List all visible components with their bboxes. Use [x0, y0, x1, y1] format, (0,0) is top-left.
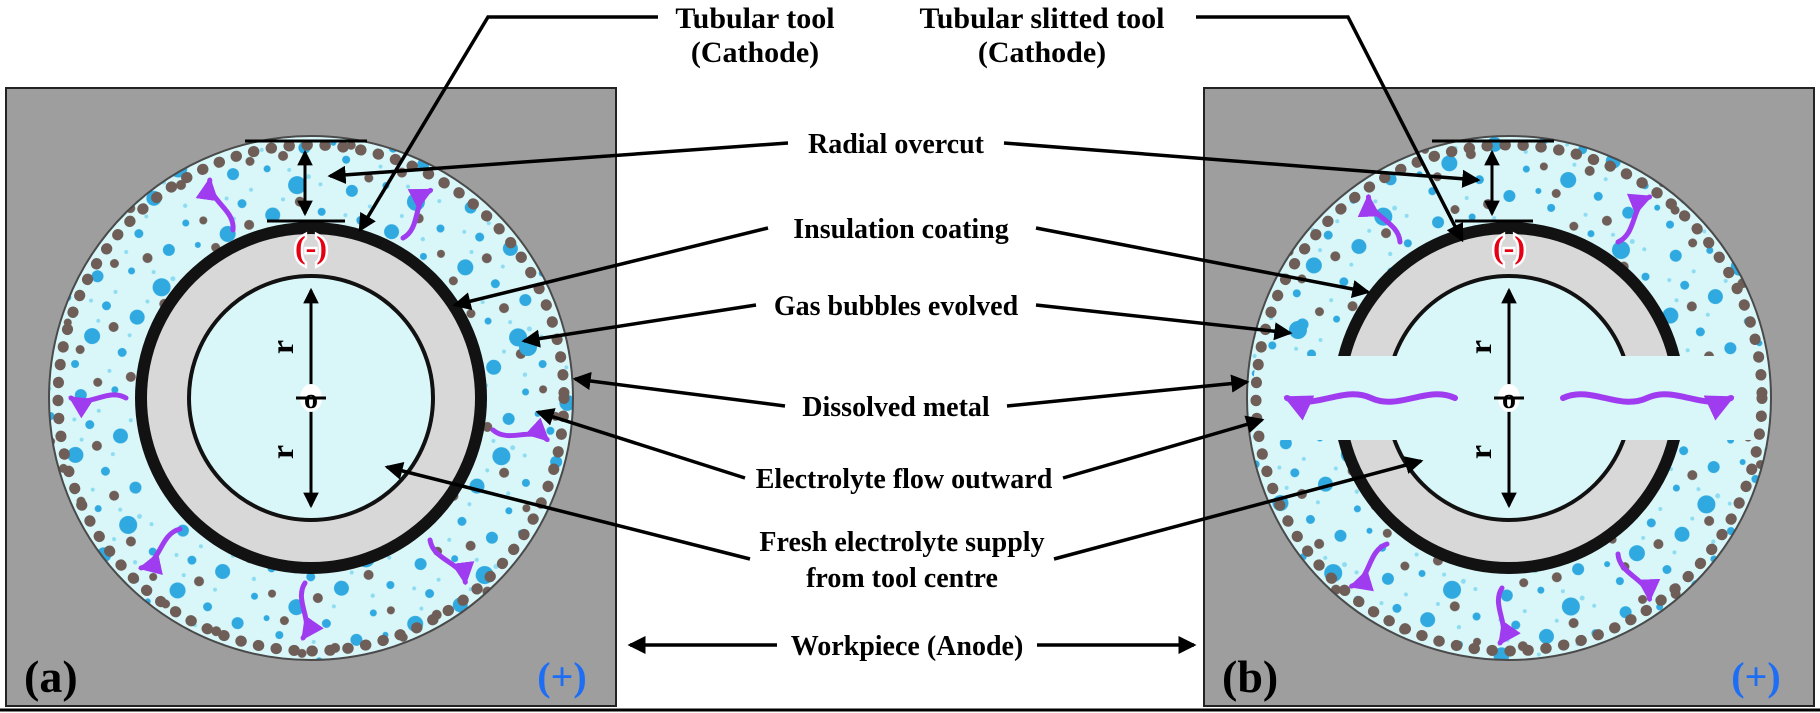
label-radial-overcut: Radial overcut — [808, 129, 985, 160]
callout-line-radial-overcut-left — [327, 141, 789, 184]
dissolved-metal-ring-a — [52, 139, 570, 657]
corner-label-a: (a) — [24, 651, 78, 702]
anode-sign-a: (+) — [537, 654, 586, 699]
radius-label-upper-a: r — [264, 340, 300, 354]
cathode-sign-a: (-) — [295, 229, 327, 265]
callout-line-gas-left — [521, 303, 757, 348]
callout-line-insulation-left — [452, 226, 769, 311]
label-electrolyte-flow: Electrolyte flow outward — [756, 464, 1053, 495]
radial-overcut-dimension-a — [245, 139, 367, 223]
label-tubular-slitted-tool: Tubular slitted tool — [919, 2, 1164, 35]
panel-a: r r o (-) (a) (+) — [5, 87, 617, 707]
slit-flow-arrow-left — [1283, 391, 1458, 421]
origin-label-a: o — [304, 384, 318, 415]
origin-label-b: o — [1502, 384, 1516, 415]
electrolyte-flow-arrows-b — [1283, 195, 1735, 643]
slit-flow-arrow-right — [1560, 391, 1735, 421]
label-insulation-coating: Insulation coating — [793, 214, 1009, 245]
gas-bubble-callout-target-b — [1289, 321, 1307, 339]
callout-line-dissolved-left — [572, 371, 786, 408]
corner-label-b: (b) — [1222, 651, 1278, 702]
hole-edge-a — [48, 135, 574, 661]
label-dissolved-metal: Dissolved metal — [802, 392, 990, 423]
callout-line-radial-overcut-right — [1003, 141, 1481, 188]
callout-line-gas-right — [1035, 303, 1293, 341]
callout-line-flow-right — [1062, 415, 1265, 480]
callout-line-tubular-slitted-tool — [1196, 15, 1464, 243]
label-tubular-tool: Tubular tool — [675, 2, 834, 35]
radius-dimension-a: r r o — [264, 287, 326, 509]
cathode-sign-b: (-) — [1493, 229, 1525, 265]
radius-label-lower-a: r — [264, 445, 300, 459]
label-workpiece: Workpiece (Anode) — [791, 631, 1024, 662]
callout-lines — [327, 15, 1481, 655]
radial-overcut-dimension-b — [1432, 139, 1554, 223]
radius-dimension-b: r r o — [1462, 287, 1524, 509]
dissolved-metal-ring-b — [1250, 139, 1768, 657]
panel-b: r r o (-) (b) (+) — [1203, 87, 1815, 707]
radius-label-lower-b: r — [1462, 445, 1498, 459]
anode-sign-b: (+) — [1731, 654, 1780, 699]
label-fresh-electrolyte-1: Fresh electrolyte supply — [759, 527, 1044, 558]
callout-line-flow-left — [535, 408, 746, 480]
radius-label-upper-b: r — [1462, 340, 1498, 354]
callout-line-fresh-right — [1053, 456, 1424, 561]
callout-labels: Tubular tool (Cathode) Tubular slitted t… — [675, 2, 1164, 662]
label-gas-bubbles: Gas bubbles evolved — [774, 291, 1019, 322]
hole-edge-b — [1246, 135, 1772, 661]
callout-line-tubular-tool — [358, 15, 658, 233]
label-tubular-tool-sub: (Cathode) — [691, 36, 819, 69]
label-fresh-electrolyte-2: from tool centre — [806, 563, 998, 594]
label-tubular-slitted-tool-sub: (Cathode) — [978, 36, 1106, 69]
callout-line-fresh-left — [384, 462, 751, 561]
callout-line-dissolved-right — [1006, 374, 1250, 408]
callout-line-insulation-right — [1035, 226, 1371, 298]
